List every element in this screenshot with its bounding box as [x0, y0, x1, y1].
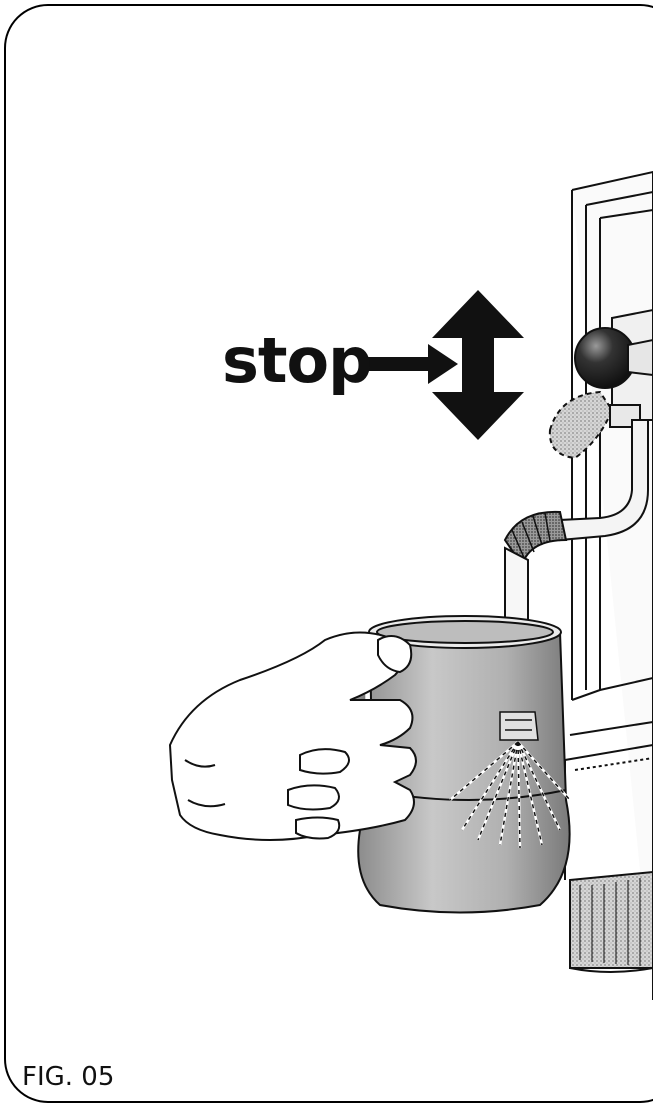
machine-body — [565, 172, 653, 1000]
right-arrow-icon — [362, 344, 458, 384]
figure-caption: FIG. 05 — [22, 1062, 114, 1092]
stop-callout: stop — [222, 330, 372, 392]
hand — [170, 633, 416, 841]
